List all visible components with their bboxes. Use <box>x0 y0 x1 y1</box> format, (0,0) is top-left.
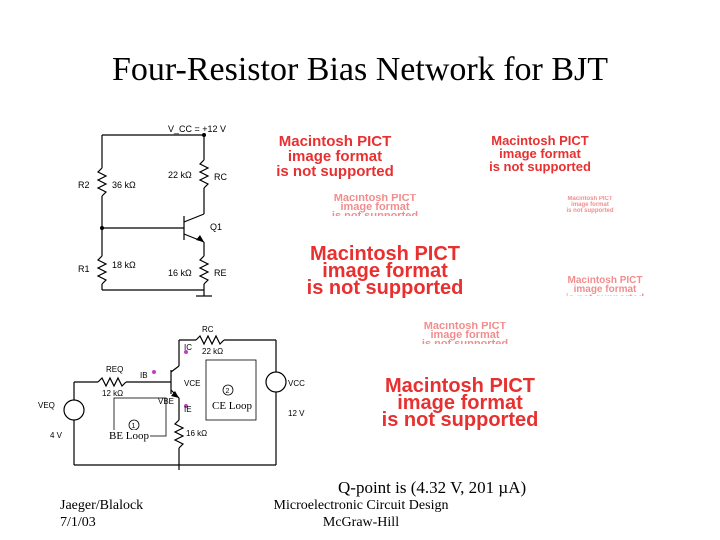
footer-author: Jaeger/Blalock <box>60 498 144 513</box>
rc-label: RC <box>214 172 227 182</box>
slide-title: Four-Resistor Bias Network for BJT <box>111 51 609 88</box>
pict-placeholder-5: Macintosh PICT image format is not suppo… <box>306 243 464 299</box>
veq-label: VEQ <box>38 401 55 410</box>
footer-publisher: McGraw-Hill <box>322 515 400 530</box>
vbe-label: VBE <box>158 397 174 406</box>
q-point-text: Q-point is (4.32 V, 201 µA) <box>338 478 527 497</box>
vcc-label: V_CC = +12 V <box>168 124 226 134</box>
vce-label: VCE <box>184 379 200 388</box>
pict-placeholder-1: Macintosh PICT image format is not suppo… <box>276 133 394 180</box>
vcc2-value: 12 V <box>288 409 305 418</box>
footer-book-title: Microelectronic Circuit Design <box>273 498 449 513</box>
be-loop-label: BE Loop <box>108 430 151 442</box>
r1-value: 18 kΩ <box>112 260 136 270</box>
q1-label: Q1 <box>210 222 222 232</box>
pict-placeholder-4: Macintosh PICT image format is not suppo… <box>566 196 614 214</box>
r1-label: R1 <box>78 264 90 274</box>
re-value: 16 kΩ <box>168 268 192 278</box>
footer-date: 7/1/03 <box>60 515 96 530</box>
r2-label: R2 <box>78 180 90 190</box>
rc-value: 22 kΩ <box>168 170 192 180</box>
loop-2-number: 2 <box>226 388 230 395</box>
req-value: 12 kΩ <box>102 389 123 398</box>
ce-loop-label: CE Loop <box>211 400 254 412</box>
bias-network-schematic: V_CC = +12 V R2 36 kΩ 22 kΩ RC Q1 R1 18 … <box>78 124 227 297</box>
ie-label: IE <box>184 405 192 414</box>
ib-label: IB <box>140 371 148 380</box>
pict-placeholder-8: Macintosh PICT image format is not suppo… <box>381 375 539 431</box>
req-label: REQ <box>106 365 123 374</box>
re-label: RE <box>214 268 227 278</box>
vcc2-label: VCC <box>288 379 305 388</box>
pict-placeholder-6: Macintosh PICT image format is not suppo… <box>566 276 644 296</box>
pict-placeholder-7: Macintosh PICT image format is not suppo… <box>421 322 509 344</box>
rc2-value: 22 kΩ <box>202 347 223 356</box>
loop-1-number: 1 <box>132 423 136 430</box>
re2-value: 16 kΩ <box>186 429 207 438</box>
pict-placeholder-3: Macintosh PICT image format is not suppo… <box>331 194 419 216</box>
pict-placeholder-2: Macintosh PICT image format is not suppo… <box>489 133 591 174</box>
rc2-label: RC <box>202 325 214 334</box>
veq-value: 4 V <box>50 431 63 440</box>
ic-label: IC <box>184 343 192 352</box>
ce-loop-path <box>205 359 257 421</box>
thevenin-equivalent-schematic: 1 2 RC 22 kΩ IC REQ 12 kΩ IB VCE VBE IE … <box>38 325 305 470</box>
r2-value: 36 kΩ <box>112 180 136 190</box>
